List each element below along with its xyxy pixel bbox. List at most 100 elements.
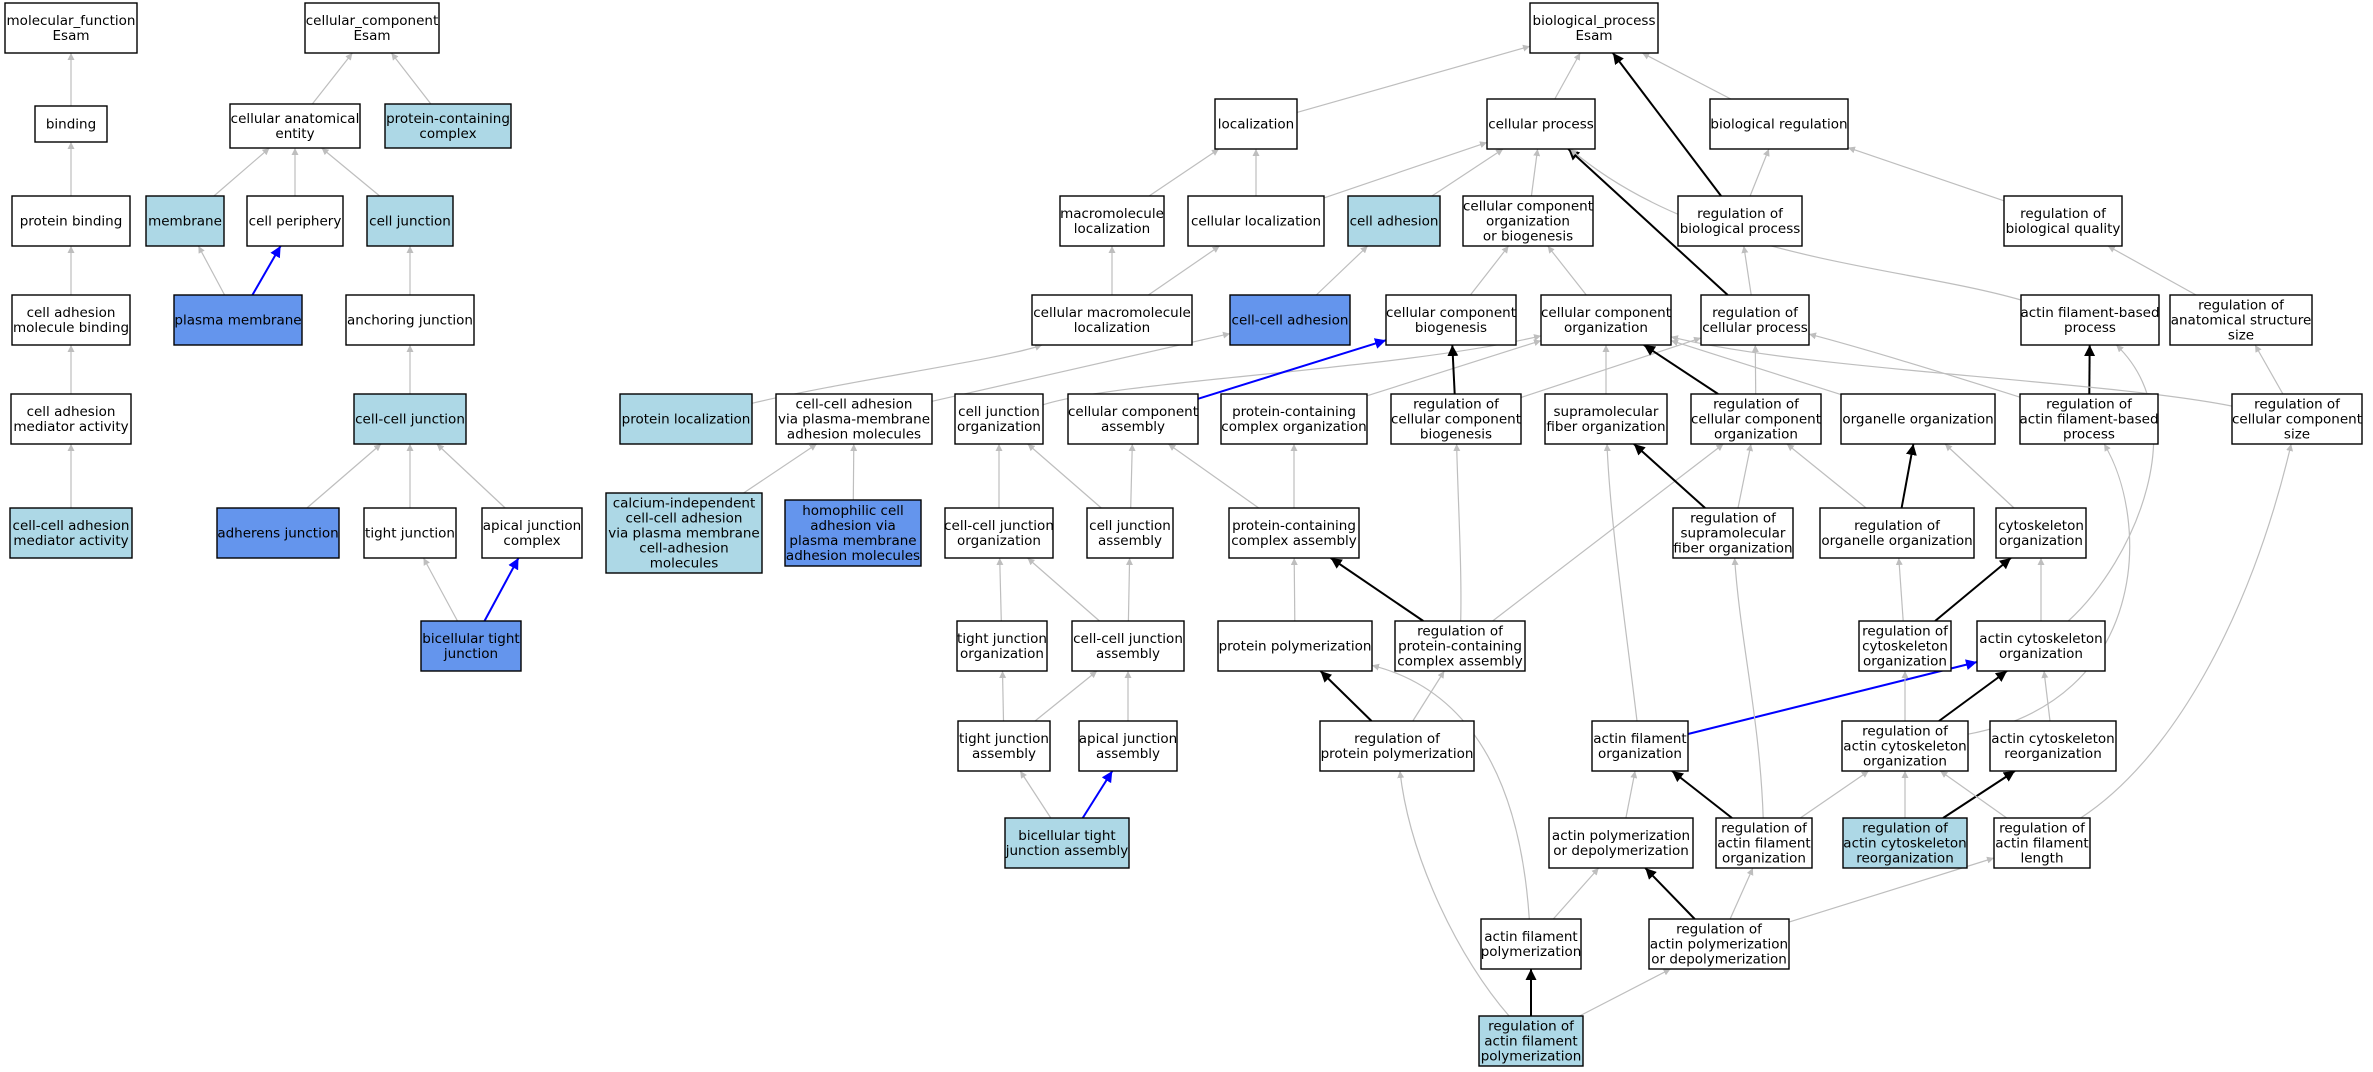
node-cc-junction[interactable]: cell-cell junction — [353, 393, 467, 445]
node-cellular-process[interactable]: cellular process — [1486, 98, 1596, 150]
node-label: organization — [1863, 754, 1947, 770]
node-protein-poly[interactable]: protein polymerization — [1217, 620, 1373, 672]
node-bio-reg[interactable]: biological regulation — [1709, 98, 1849, 150]
node-label: actin cytoskeleton — [1991, 731, 2114, 747]
node-binding[interactable]: binding — [34, 105, 108, 143]
edge-reg_actin_poly_depoly-to-actin_poly_depoly — [1644, 867, 1696, 920]
node-label: mediator activity — [13, 533, 128, 549]
node-protein-binding[interactable]: protein binding — [11, 195, 131, 247]
node-cell-junction[interactable]: cell junction — [366, 195, 454, 247]
node-organelle-org[interactable]: organelle organization — [1840, 393, 1996, 445]
node-localization[interactable]: localization — [1214, 98, 1298, 150]
node-protein-loc[interactable]: protein localization — [619, 393, 753, 445]
node-adherens[interactable]: adherens junction — [216, 507, 340, 559]
node-box — [4, 2, 138, 54]
node-label: actin polymerization — [1552, 828, 1690, 844]
edge-reg_cc_size-to-reg_anat_size — [2254, 344, 2284, 395]
node-membrane[interactable]: membrane — [145, 195, 225, 247]
node-box — [481, 507, 583, 559]
node-box — [384, 103, 512, 149]
node-label: cellular component — [1391, 412, 1521, 428]
node-label: actin cytoskeleton — [1843, 836, 1966, 852]
edge-reg_bio_qual-to-bio_reg — [1847, 146, 2005, 202]
node-label: assembly — [1096, 746, 1160, 762]
node-label: process — [2063, 427, 2115, 443]
node-cell-periphery[interactable]: cell periphery — [246, 195, 344, 247]
node-tight-junction[interactable]: tight junction — [363, 507, 457, 559]
edge-plasma_membrane-to-cell_periphery — [251, 245, 282, 296]
node-box — [1228, 507, 1360, 559]
node-label: biological regulation — [1710, 117, 1847, 133]
node-plasma-membrane[interactable]: plasma membrane — [173, 294, 303, 346]
node-cell-adhesion[interactable]: cell adhesion — [1347, 195, 1441, 247]
node-label: biogenesis — [1415, 320, 1487, 336]
node-label: actin filament-based — [2020, 305, 2159, 321]
edge-plasma_membrane-to-membrane — [197, 245, 226, 296]
edge-tj_org-to-ccj_org — [996, 557, 1004, 622]
edge-actin_cyto_reorg-to-actin_cytoskel_org — [2041, 670, 2051, 722]
node-cc-adhesion[interactable]: cell-cell adhesion — [1229, 294, 1351, 346]
node-cell-loc[interactable]: cellular localization — [1187, 195, 1325, 247]
node-label: organization — [957, 533, 1041, 549]
edge-actin_cytoskel_org-to-actin_fb_proc — [2067, 344, 2155, 622]
node-anchoring-junction[interactable]: anchoring junction — [345, 294, 475, 346]
